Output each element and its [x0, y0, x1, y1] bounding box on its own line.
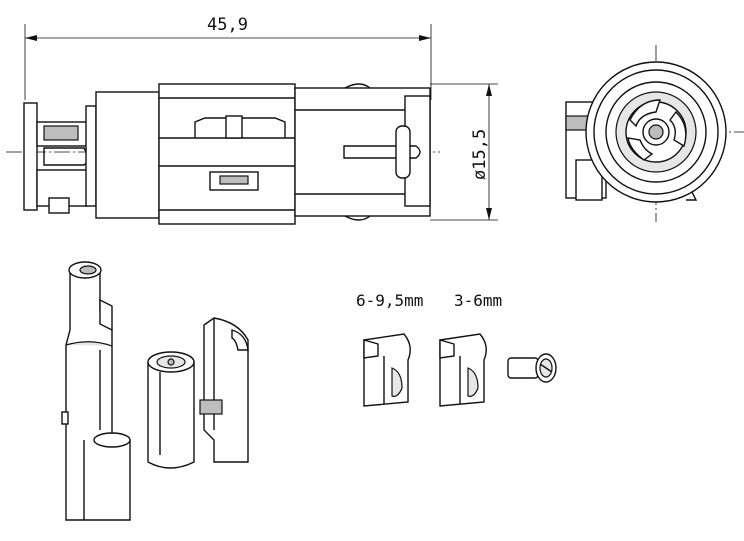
connector-front-view: [565, 45, 744, 222]
main-housing: [95, 91, 160, 219]
length-dimension: 45,9: [24, 15, 432, 100]
clamp-small-label: 3-6mm: [454, 291, 502, 310]
diameter-dimension-label: ø15,5: [470, 129, 490, 180]
clamp-large: [363, 333, 411, 407]
screw-part: [507, 353, 557, 383]
exploded-view: 6-9,5mm 3-6mm: [61, 261, 557, 521]
clamp-small: [439, 333, 487, 407]
clamp-large-label: 6-9,5mm: [356, 291, 423, 310]
connector-side-view: 45,9: [6, 15, 498, 225]
diameter-dimension: ø15,5: [430, 83, 498, 221]
half-shell-part: [199, 317, 249, 463]
locking-sleeve: [158, 83, 296, 225]
rear-end-cap: [23, 102, 38, 211]
length-dimension-label: 45,9: [207, 15, 248, 35]
insert-cylinder: [147, 351, 195, 469]
housing-part: [61, 261, 131, 521]
